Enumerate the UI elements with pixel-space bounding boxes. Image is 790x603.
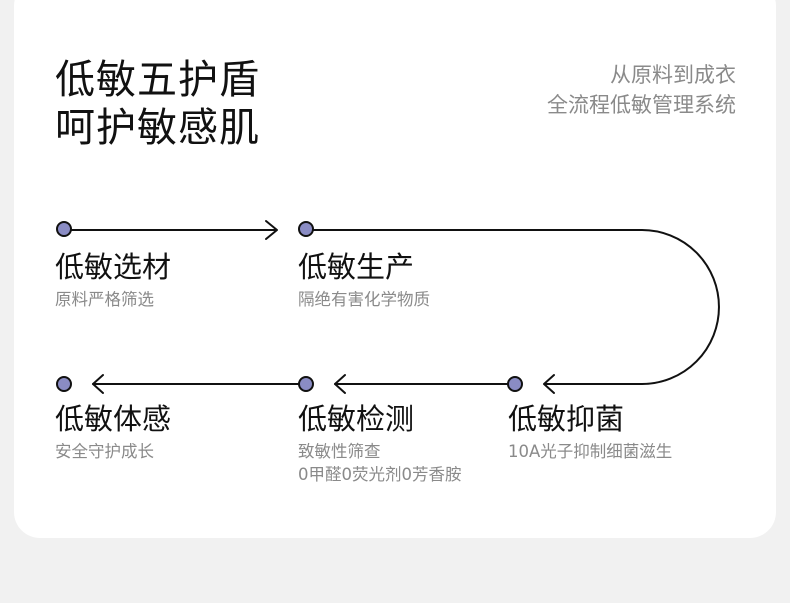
step-title: 低敏选材 bbox=[55, 250, 172, 284]
node-feel bbox=[56, 376, 72, 392]
step-description: 安全守护成长 bbox=[55, 440, 171, 463]
page-subtitle: 从原料到成衣 全流程低敏管理系统 bbox=[547, 60, 736, 120]
node-select bbox=[56, 221, 72, 237]
subtitle-line-2: 全流程低敏管理系统 bbox=[547, 93, 736, 117]
step-description-line: 安全守护成长 bbox=[55, 442, 154, 461]
step-antibacterial: 低敏抑菌 10A光子抑制细菌滋生 bbox=[508, 401, 672, 463]
step-feel: 低敏体感 安全守护成长 bbox=[55, 401, 171, 463]
step-description-line: 10A光子抑制细菌滋生 bbox=[508, 442, 673, 461]
title-line-2: 呵护敏感肌 bbox=[55, 105, 260, 151]
step-description: 原料严格筛选 bbox=[55, 288, 171, 311]
arrowhead-antibacterial-to-test bbox=[334, 374, 346, 394]
arrowhead-select-to-produce bbox=[265, 220, 278, 240]
content-card bbox=[14, 0, 776, 538]
step-produce: 低敏生产 隔绝有害化学物质 bbox=[298, 249, 430, 311]
node-antibacterial bbox=[507, 376, 523, 392]
step-test: 低敏检测 致敏性筛查 0甲醛0荧光剂0芳香胺 bbox=[298, 401, 462, 486]
step-description-line: 致敏性筛查 bbox=[298, 442, 381, 461]
step-description: 隔绝有害化学物质 bbox=[298, 288, 430, 311]
step-description: 10A光子抑制细菌滋生 bbox=[508, 440, 672, 463]
step-title: 低敏生产 bbox=[298, 250, 415, 284]
step-title: 低敏体感 bbox=[55, 402, 172, 436]
page-title: 低敏五护盾 呵护敏感肌 bbox=[55, 56, 260, 152]
step-description: 致敏性筛查 0甲醛0荧光剂0芳香胺 bbox=[298, 440, 462, 486]
node-test bbox=[298, 376, 314, 392]
node-produce bbox=[298, 221, 314, 237]
arrowhead-test-to-feel bbox=[92, 374, 104, 394]
step-title: 低敏检测 bbox=[298, 402, 415, 436]
step-description-line: 0甲醛0荧光剂0芳香胺 bbox=[298, 465, 462, 484]
arrowhead-produce-to-antibacterial bbox=[543, 374, 555, 394]
subtitle-line-1: 从原料到成衣 bbox=[610, 63, 736, 87]
step-select: 低敏选材 原料严格筛选 bbox=[55, 249, 171, 311]
title-line-1: 低敏五护盾 bbox=[55, 57, 260, 103]
connector-produce-to-antibacterial bbox=[311, 229, 720, 385]
step-title: 低敏抑菌 bbox=[508, 402, 625, 436]
step-description-line: 隔绝有害化学物质 bbox=[298, 290, 430, 309]
step-description-line: 原料严格筛选 bbox=[55, 290, 154, 309]
